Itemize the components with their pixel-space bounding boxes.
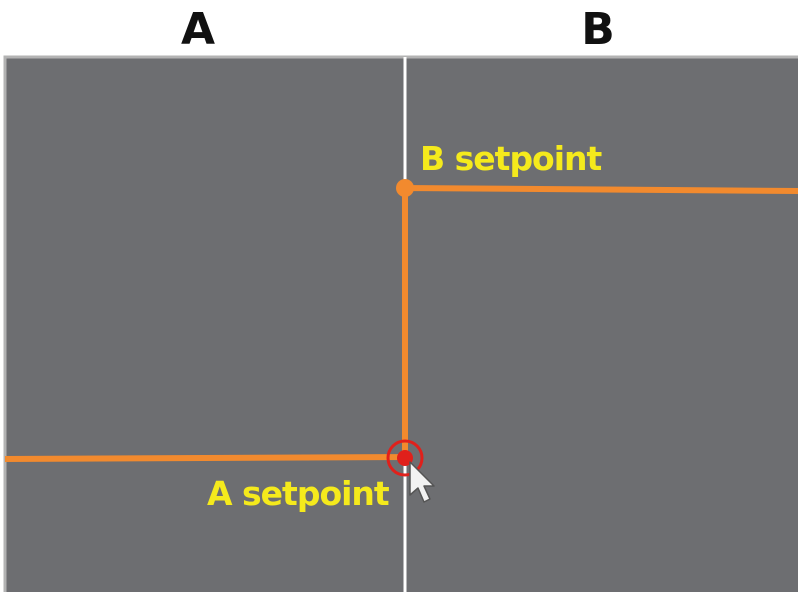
a-setpoint-label: A setpoint <box>207 474 390 513</box>
header-b: B <box>581 4 615 55</box>
arrow-cursor-icon <box>409 461 435 503</box>
b-setpoint-label: B setpoint <box>420 139 603 178</box>
setpoint-path <box>4 184 798 462</box>
target-ring-icon[interactable] <box>386 439 424 477</box>
b-setpoint-marker[interactable] <box>396 179 414 197</box>
plot-panel <box>3 55 798 592</box>
header-a: A <box>180 4 216 55</box>
